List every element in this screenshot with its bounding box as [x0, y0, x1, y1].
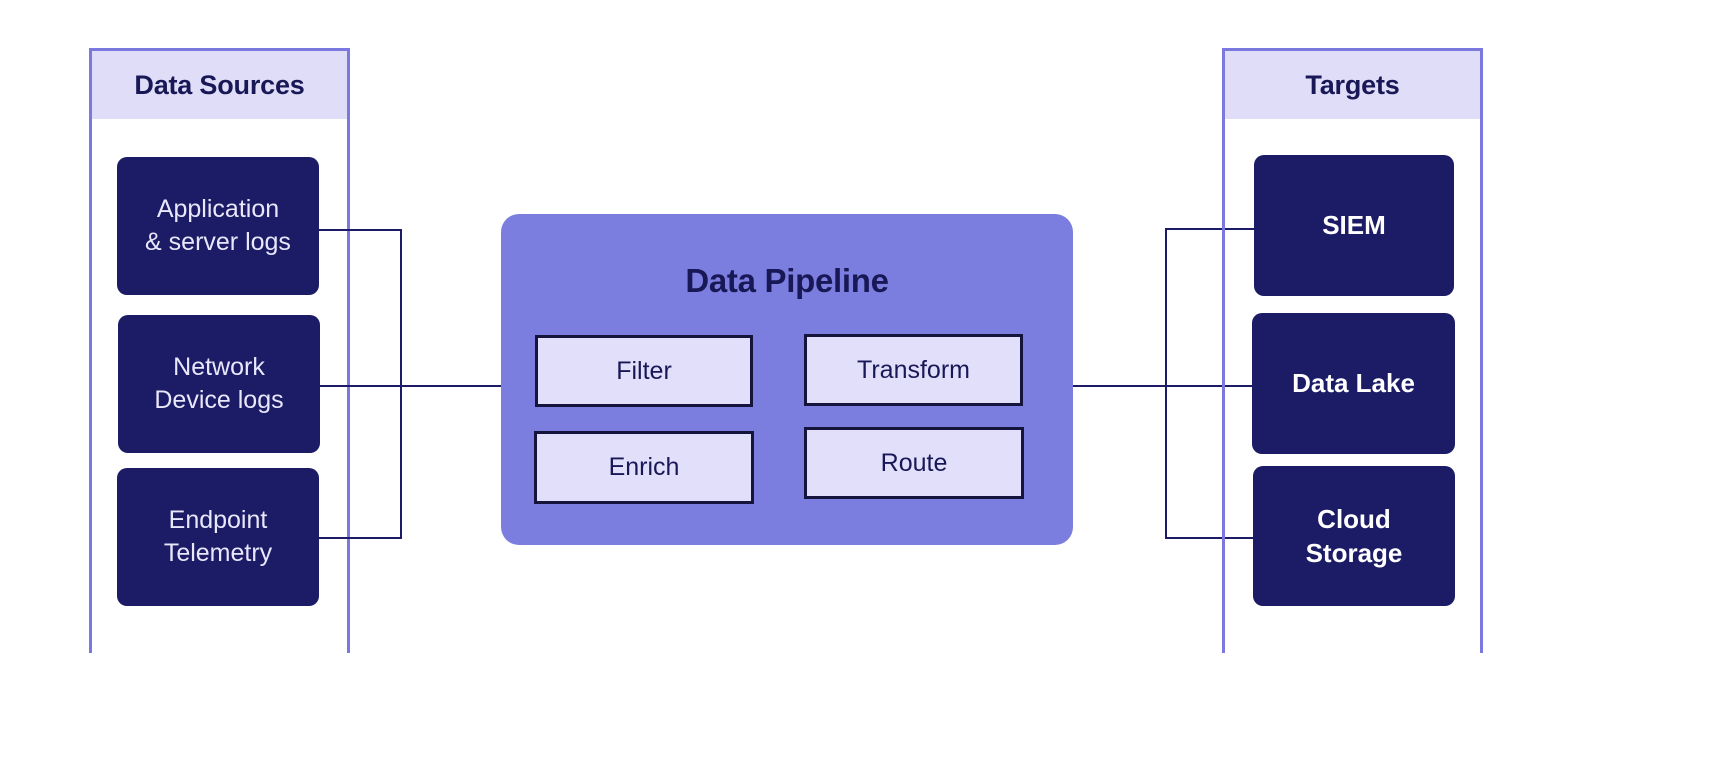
connector-target-2: [1165, 385, 1254, 387]
connector-source-3: [319, 537, 402, 539]
source-node-network-device-logs[interactable]: Network Device logs: [118, 315, 320, 453]
connector-target-1: [1165, 228, 1255, 230]
data-sources-panel: Data Sources: [89, 48, 350, 653]
target-label-line1: Cloud: [1317, 503, 1391, 534]
source-node-application-server-logs[interactable]: Application & server logs: [117, 157, 319, 295]
source-node-label: Network Device logs: [154, 351, 283, 417]
target-label-line2: Storage: [1305, 538, 1403, 568]
data-sources-header: Data Sources: [92, 51, 347, 119]
target-node-siem[interactable]: SIEM: [1254, 155, 1454, 296]
connector-target-bus: [1165, 228, 1167, 538]
source-label-line1: Endpoint: [168, 506, 268, 534]
target-node-label: Data Lake: [1292, 368, 1415, 399]
connector-target-trunk: [1073, 385, 1166, 387]
pipeline-stage-transform[interactable]: Transform: [804, 334, 1023, 406]
pipeline-stage-label: Enrich: [608, 453, 680, 481]
source-label-line1: Application: [156, 195, 280, 223]
connector-source-1: [319, 229, 402, 231]
target-node-data-lake[interactable]: Data Lake: [1252, 313, 1455, 454]
source-label-line2: Telemetry: [163, 539, 273, 567]
source-label-line1: Network: [173, 353, 265, 381]
target-node-label: SIEM: [1322, 210, 1386, 241]
source-node-label: Endpoint Telemetry: [164, 504, 272, 570]
source-label-line2: Device logs: [154, 386, 284, 414]
connector-source-bus: [400, 229, 402, 539]
pipeline-stage-label: Route: [880, 448, 948, 477]
source-node-label: Application & server logs: [145, 193, 291, 259]
pipeline-stage-label: Filter: [616, 356, 672, 385]
target-node-cloud-storage[interactable]: Cloud Storage: [1253, 466, 1455, 606]
connector-source-2: [320, 385, 402, 387]
target-node-label: Cloud Storage: [1306, 502, 1403, 571]
pipeline-stage-label: Transform: [857, 355, 970, 384]
targets-header: Targets: [1225, 51, 1480, 119]
source-node-endpoint-telemetry[interactable]: Endpoint Telemetry: [117, 468, 319, 606]
targets-panel: Targets: [1222, 48, 1483, 653]
pipeline-stage-filter[interactable]: Filter: [535, 335, 753, 407]
data-pipeline-container: Data Pipeline Filter Transform Enrich Ro…: [501, 214, 1073, 545]
pipeline-stage-route[interactable]: Route: [804, 427, 1024, 499]
pipeline-stage-enrich[interactable]: Enrich: [534, 431, 754, 504]
connector-target-3: [1165, 537, 1256, 539]
connector-source-trunk: [400, 385, 502, 387]
source-label-line2: & server logs: [145, 228, 291, 256]
pipeline-title: Data Pipeline: [685, 262, 889, 299]
